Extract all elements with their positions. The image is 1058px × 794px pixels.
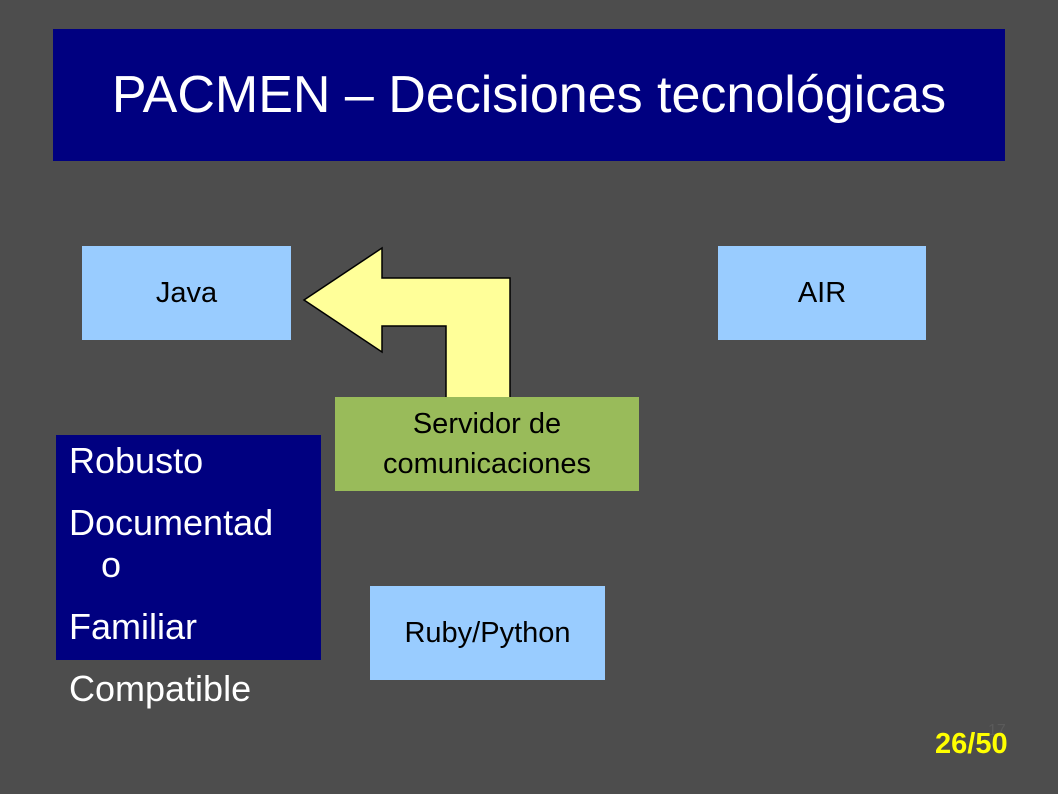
title-bar: PACMEN – Decisiones tecnológicas: [53, 29, 1005, 161]
server-label-line2: comunicaciones: [383, 448, 591, 480]
communications-server-box: Servidor de comunicaciones: [335, 397, 639, 491]
slide-title: PACMEN – Decisiones tecnológicas: [111, 66, 947, 124]
server-label-line1: Servidor de: [412, 408, 562, 440]
page-indicator: 26/50: [935, 728, 1008, 760]
air-box: AIR: [718, 246, 926, 340]
property-item: Compatible: [69, 668, 252, 709]
property-item-part1: Documentad: [69, 502, 274, 543]
java-box: Java: [82, 246, 291, 340]
property-item: Documentad o: [69, 502, 314, 586]
property-item: Familiar: [69, 606, 198, 647]
properties-list: Robusto Documentad o Familiar Compatible: [69, 440, 314, 730]
java-label: Java: [155, 276, 218, 309]
slide-number: 17: [988, 722, 1006, 739]
air-label: AIR: [797, 276, 847, 309]
properties-panel: [56, 435, 321, 660]
property-item-part2: o: [101, 544, 122, 585]
ruby-python-label: Ruby/Python: [404, 616, 571, 649]
property-item: Robusto: [69, 440, 204, 481]
ruby-python-box: Ruby/Python: [370, 586, 605, 680]
bent-arrow-left-icon: [302, 246, 511, 399]
